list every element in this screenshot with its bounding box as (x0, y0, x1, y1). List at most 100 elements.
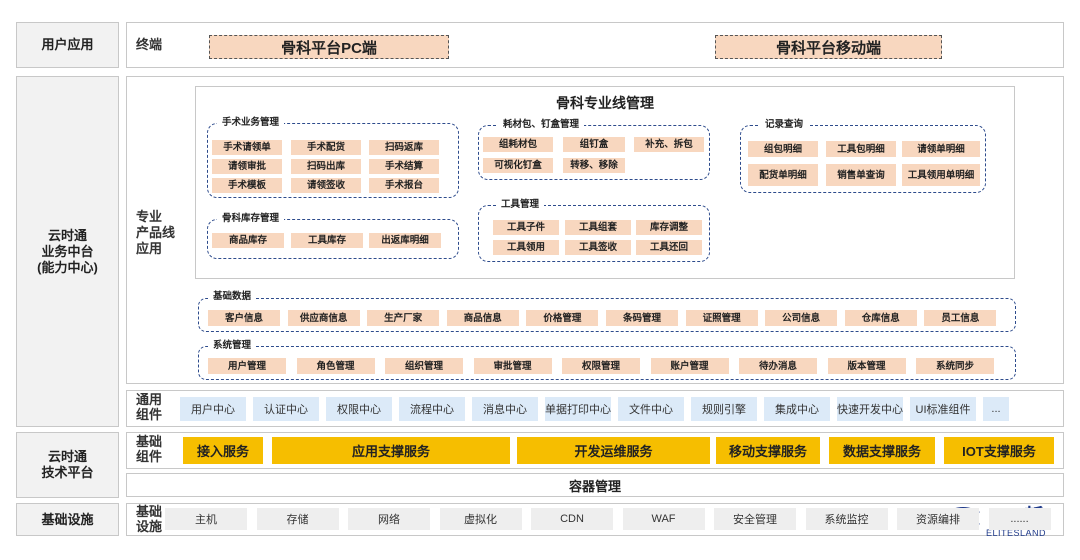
base-data-group (198, 298, 1016, 332)
surgery-item: 请领签收 (291, 178, 361, 193)
common-label: 通用组件 (136, 392, 163, 422)
tools-item: 工具子件 (493, 220, 559, 235)
infra-item: 存储 (256, 508, 339, 530)
basic-component-item: 接入服务 (183, 437, 263, 464)
common-component-item: 快速开发中心 (837, 397, 903, 421)
sys-mgmt-title: 系统管理 (208, 340, 257, 352)
surgery-item: 手术结算 (369, 159, 439, 174)
infra-item: CDN (531, 508, 613, 530)
terminal-label: 终端 (136, 37, 163, 52)
surgery-item: 扫码出库 (291, 159, 361, 174)
package-item: 组耗材包 (483, 137, 553, 152)
base-data-item: 供应商信息 (287, 310, 360, 326)
basic-component-item: 应用支撑服务 (272, 437, 510, 464)
records-item: 组包明细 (748, 141, 818, 157)
infra-item: WAF (622, 508, 705, 530)
base-data-item: 仓库信息 (844, 310, 917, 326)
stock-item: 工具库存 (291, 233, 363, 248)
package-item: 转移、移除 (563, 158, 625, 173)
tools-item: 工具领用 (493, 240, 559, 255)
pro-line-title: 骨科专业线管理 (556, 95, 654, 111)
infra-item: 虚拟化 (439, 508, 522, 530)
common-component-item: ... (983, 397, 1009, 421)
common-component-item: 权限中心 (326, 397, 392, 421)
records-item: 工具领用单明细 (902, 164, 980, 186)
base-data-item: 证照管理 (685, 310, 758, 326)
infra-item: 主机 (165, 508, 247, 530)
base-data-item: 客户信息 (208, 310, 280, 326)
base-data-title: 基础数据 (208, 291, 257, 303)
sys-mgmt-item: 系统同步 (916, 358, 994, 374)
basic-component-item: 移动支撑服务 (716, 437, 820, 464)
stock-group-title: 骨科库存管理 (217, 213, 285, 225)
infra-item: ...... (988, 508, 1051, 530)
base-data-item: 员工信息 (924, 310, 997, 326)
surgery-item: 手术模板 (212, 178, 282, 193)
infra-item: 网络 (348, 508, 430, 530)
sys-mgmt-group (198, 346, 1016, 380)
surgery-group (207, 123, 459, 198)
surgery-item: 扫码返库 (369, 140, 439, 155)
sys-mgmt-item: 审批管理 (473, 358, 552, 374)
records-item: 配货单明细 (748, 164, 818, 186)
surgery-item: 手术请领单 (212, 140, 282, 155)
package-item: 补充、拆包 (634, 137, 704, 152)
records-item: 工具包明细 (826, 141, 896, 157)
base-data-item: 价格管理 (526, 310, 599, 326)
tools-item: 库存调整 (636, 220, 702, 235)
common-component-item: 流程中心 (399, 397, 465, 421)
common-component-item: UI标准组件 (910, 397, 976, 421)
common-component-item: 单据打印中心 (545, 397, 611, 421)
row-label-user-app: 用户应用 (16, 22, 119, 68)
common-component-item: 文件中心 (618, 397, 684, 421)
mobile-terminal-box: 骨科平台移动端 (715, 35, 942, 59)
common-component-item: 认证中心 (253, 397, 319, 421)
records-group (740, 125, 986, 193)
tools-item: 工具组套 (565, 220, 631, 235)
logo-text: ELITESLAND (986, 528, 1047, 538)
pc-terminal-box: 骨科平台PC端 (209, 35, 449, 59)
surgery-group-title: 手术业务管理 (217, 117, 285, 129)
sys-mgmt-item: 角色管理 (296, 358, 375, 374)
row-label-tech-platform: 云时通技术平台 (16, 432, 119, 498)
row-label-infrastructure: 基础设施 (16, 503, 119, 536)
base-data-item: 商品信息 (446, 310, 519, 326)
infra-item: 资源编排 (897, 508, 979, 530)
basic-label: 基础组件 (136, 434, 163, 464)
infra-item: 安全管理 (714, 508, 796, 530)
base-data-item: 公司信息 (765, 310, 838, 326)
base-data-item: 条码管理 (606, 310, 678, 326)
sys-mgmt-item: 权限管理 (562, 358, 640, 374)
tools-item: 工具签收 (565, 240, 631, 255)
sys-mgmt-item: 待办消息 (739, 358, 817, 374)
stock-item: 出返库明细 (369, 233, 441, 248)
pro-line-label: 专业产品线应用 (136, 209, 176, 256)
stock-group (207, 219, 459, 259)
container-management: 容器管理 (126, 473, 1064, 497)
basic-component-item: IOT支撑服务 (944, 437, 1054, 464)
records-item: 销售单查询 (826, 164, 896, 186)
tools-item: 工具还回 (636, 240, 702, 255)
package-group (478, 125, 710, 180)
surgery-item: 手术配货 (291, 140, 361, 155)
common-component-item: 规则引擎 (691, 397, 757, 421)
package-item: 可视化钉盒 (483, 158, 553, 173)
infra-item: 系统监控 (805, 508, 888, 530)
package-group-title: 耗材包、钉盒管理 (498, 119, 585, 131)
records-item: 请领单明细 (902, 141, 980, 157)
common-component-item: 集成中心 (764, 397, 830, 421)
stock-item: 商品库存 (212, 233, 284, 248)
row-label-business-center: 云时通业务中台(能力中心) (16, 76, 119, 427)
sys-mgmt-item: 用户管理 (208, 358, 286, 374)
tools-group (478, 205, 710, 262)
common-component-item: 消息中心 (472, 397, 538, 421)
records-group-title: 记录查询 (760, 119, 809, 131)
basic-component-item: 数据支撑服务 (829, 437, 935, 464)
sys-mgmt-item: 账户管理 (650, 358, 729, 374)
surgery-item: 请领审批 (212, 159, 282, 174)
infra-label: 基础设施 (136, 504, 163, 534)
sys-mgmt-item: 组织管理 (385, 358, 463, 374)
surgery-item: 手术报台 (369, 178, 439, 193)
package-item: 组钉盒 (563, 137, 625, 152)
tools-group-title: 工具管理 (496, 199, 545, 211)
